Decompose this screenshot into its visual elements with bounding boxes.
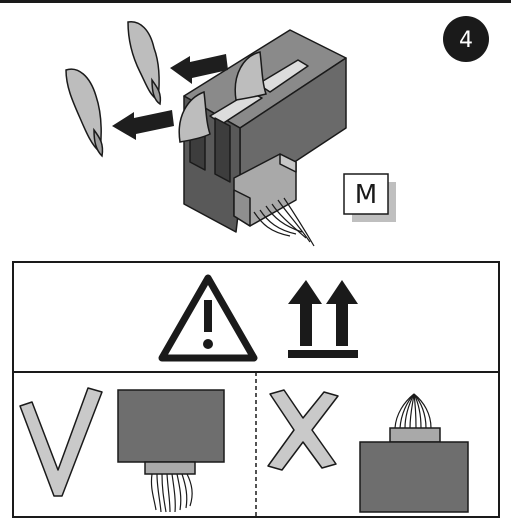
correct-wires — [150, 473, 193, 513]
device-peel-tabs — [178, 51, 267, 143]
wire — [404, 393, 415, 429]
device-wire — [277, 199, 311, 243]
wire — [150, 473, 157, 511]
incorrect-connector — [389, 427, 441, 443]
checkmark-icon — [19, 387, 103, 497]
device-wire — [283, 197, 315, 247]
wire — [413, 393, 432, 429]
step-number: 4 — [459, 28, 473, 53]
cross-icon — [267, 389, 339, 471]
device-connector-front — [233, 189, 251, 227]
incorrect-orientation-illustration — [359, 393, 469, 513]
device-wires — [253, 197, 315, 247]
peel-arrow-icon — [112, 110, 174, 140]
device-window-right — [257, 59, 309, 93]
wire — [161, 473, 167, 513]
device-wire — [253, 211, 291, 237]
wire — [413, 393, 417, 429]
incorrect-box — [359, 441, 469, 513]
wire — [171, 473, 176, 513]
peel-arrows — [112, 54, 228, 140]
module-label: M — [355, 180, 377, 210]
warning-triangle-icon — [158, 274, 258, 362]
device-opening-right — [214, 117, 231, 183]
incorrect-wires — [394, 393, 432, 429]
loose-tab-upper-fold — [151, 77, 162, 106]
wire — [176, 473, 182, 511]
wire — [166, 473, 171, 513]
step-badge: 4 — [443, 16, 489, 62]
module-label-box: M — [343, 173, 396, 222]
peel-arrow-icon — [170, 54, 228, 84]
correct-box — [117, 389, 225, 463]
correct-orientation-illustration — [117, 389, 225, 513]
correct-connector — [144, 461, 196, 475]
wire — [413, 393, 422, 429]
wire — [181, 473, 188, 509]
wire — [399, 393, 415, 429]
loose-tabs — [65, 21, 162, 158]
this-side-up-arrows-icon — [288, 280, 358, 358]
loose-tab-lower-fold — [93, 127, 104, 158]
wire — [156, 473, 162, 513]
wire — [186, 473, 193, 507]
device-wire — [259, 209, 297, 235]
device-connector-tab — [279, 153, 297, 173]
device-wire — [271, 203, 307, 239]
peel-tab-upper — [234, 51, 267, 101]
peel-tab-lower — [178, 90, 211, 143]
